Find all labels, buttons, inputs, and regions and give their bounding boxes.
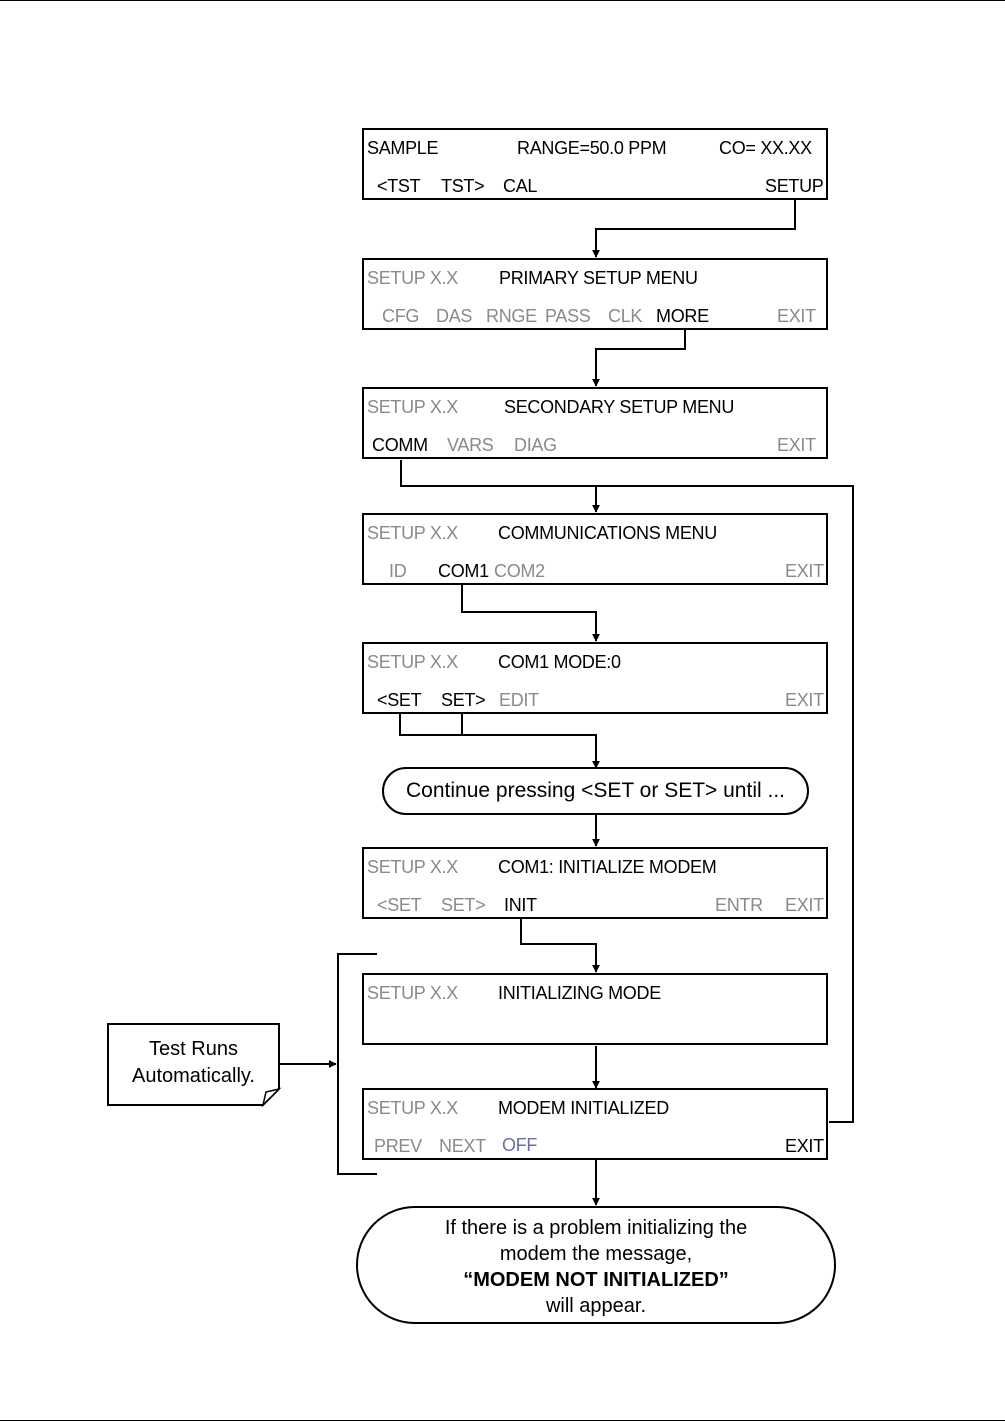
bottom-rule bbox=[0, 1420, 1005, 1421]
menu-title: PRIMARY SETUP MENU bbox=[499, 268, 698, 288]
screen-sample: SAMPLE RANGE=50.0 PPM CO= XX.XX <TST TST… bbox=[362, 128, 828, 200]
key-edit[interactable]: EDIT bbox=[499, 690, 539, 710]
test-runs-note: Test Runs Automatically. bbox=[108, 1036, 279, 1090]
continue-prefix: Continue pressing bbox=[406, 779, 582, 802]
key-das[interactable]: DAS bbox=[436, 306, 473, 326]
note-line-2: Automatically. bbox=[131, 1065, 255, 1087]
key-tst-right[interactable]: TST> bbox=[441, 176, 485, 196]
continue-key-set-next: SET> bbox=[664, 779, 718, 802]
key-cal[interactable]: CAL bbox=[503, 176, 538, 196]
co-readout: CO= XX.XX bbox=[719, 138, 812, 158]
setup-version-label: SETUP X.X bbox=[367, 523, 459, 543]
key-diag[interactable]: DIAG bbox=[514, 435, 557, 455]
screen-communications: SETUP X.X COMMUNICATIONS MENU ID COM1 CO… bbox=[362, 513, 828, 585]
key-next[interactable]: NEXT bbox=[439, 1136, 486, 1156]
final-line-3: “MODEM NOT INITIALIZED” bbox=[463, 1269, 729, 1291]
key-off[interactable]: OFF bbox=[502, 1135, 538, 1155]
final-line-1: If there is a problem initializing the bbox=[444, 1217, 748, 1239]
setup-version-label: SETUP X.X bbox=[367, 983, 459, 1003]
bracket bbox=[337, 953, 377, 1175]
initializing-title: INITIALIZING MODE bbox=[498, 983, 661, 1003]
arrow-s3-s4 bbox=[400, 460, 600, 513]
screen-initializing: SETUP X.X INITIALIZING MODE bbox=[362, 973, 828, 1045]
key-set-prev[interactable]: <SET bbox=[377, 690, 422, 710]
key-init[interactable]: INIT bbox=[504, 895, 537, 915]
key-cfg[interactable]: CFG bbox=[382, 306, 420, 326]
screen-mode-label: SAMPLE bbox=[367, 138, 439, 158]
final-line-2: modem the message, bbox=[499, 1243, 693, 1265]
key-id[interactable]: ID bbox=[389, 561, 407, 581]
continue-pressing-note: Continue pressing <SET or SET> until ... bbox=[382, 767, 809, 815]
continue-key-set-prev: <SET bbox=[581, 779, 634, 802]
key-set-next[interactable]: SET> bbox=[441, 690, 486, 710]
key-exit[interactable]: EXIT bbox=[785, 561, 824, 581]
key-entr[interactable]: ENTR bbox=[715, 895, 763, 915]
continue-mid: or bbox=[633, 779, 665, 802]
arrow-s2-s3 bbox=[592, 326, 686, 387]
key-more[interactable]: MORE bbox=[656, 306, 709, 326]
key-exit[interactable]: EXIT bbox=[777, 435, 816, 455]
setup-version-label: SETUP X.X bbox=[367, 857, 459, 877]
range-readout: RANGE=50.0 PPM bbox=[517, 138, 667, 158]
arrow-s1-s2 bbox=[592, 196, 796, 258]
key-setup[interactable]: SETUP bbox=[765, 176, 824, 196]
key-exit[interactable]: EXIT bbox=[785, 690, 824, 710]
top-rule bbox=[0, 0, 1005, 1]
arrow-s6-s7 bbox=[520, 917, 600, 973]
setup-version-label: SETUP X.X bbox=[367, 397, 459, 417]
key-com1[interactable]: COM1 bbox=[438, 561, 489, 581]
setup-version-label: SETUP X.X bbox=[367, 268, 459, 288]
screen-com1-mode: SETUP X.X COM1 MODE:0 <SET SET> EDIT EXI… bbox=[362, 642, 828, 714]
key-exit[interactable]: EXIT bbox=[785, 895, 824, 915]
key-comm[interactable]: COMM bbox=[372, 435, 428, 455]
key-clk[interactable]: CLK bbox=[608, 306, 643, 326]
mode-title: COM1 MODE:0 bbox=[498, 652, 621, 672]
initialize-title: COM1: INITIALIZE MODEM bbox=[498, 857, 717, 877]
final-line-4: will appear. bbox=[545, 1295, 647, 1317]
key-set-prev[interactable]: <SET bbox=[377, 895, 422, 915]
menu-title: SECONDARY SETUP MENU bbox=[504, 397, 735, 417]
note-line-1: Test Runs bbox=[149, 1038, 238, 1060]
key-vars[interactable]: VARS bbox=[447, 435, 494, 455]
setup-version-label: SETUP X.X bbox=[367, 652, 459, 672]
arrow-s4-s5 bbox=[461, 583, 600, 642]
screen-primary-setup: SETUP X.X PRIMARY SETUP MENU CFG DAS RNG… bbox=[362, 258, 828, 330]
continue-suffix: until ... bbox=[717, 779, 785, 802]
screen-initialize-modem: SETUP X.X COM1: INITIALIZE MODEM <SET SE… bbox=[362, 847, 828, 919]
modem-not-initialized-note: If there is a problem initializing the m… bbox=[356, 1206, 836, 1324]
key-set-next[interactable]: SET> bbox=[441, 895, 486, 915]
key-tst-left[interactable]: <TST bbox=[377, 176, 421, 196]
key-exit[interactable]: EXIT bbox=[777, 306, 816, 326]
arrow-s5-continue bbox=[399, 712, 600, 769]
setup-version-label: SETUP X.X bbox=[367, 1098, 459, 1118]
menu-title: COMMUNICATIONS MENU bbox=[498, 523, 717, 543]
initialized-title: MODEM INITIALIZED bbox=[498, 1098, 669, 1118]
key-exit[interactable]: EXIT bbox=[785, 1136, 824, 1156]
key-prev[interactable]: PREV bbox=[374, 1136, 422, 1156]
note-fold bbox=[261, 1087, 282, 1108]
key-rnge[interactable]: RNGE bbox=[486, 306, 537, 326]
return-loop-exit bbox=[596, 485, 854, 1123]
screen-secondary-setup: SETUP X.X SECONDARY SETUP MENU COMM VARS… bbox=[362, 387, 828, 459]
key-com2[interactable]: COM2 bbox=[494, 561, 545, 581]
key-pass[interactable]: PASS bbox=[545, 306, 591, 326]
screen-modem-initialized: SETUP X.X MODEM INITIALIZED PREV NEXT OF… bbox=[362, 1088, 828, 1160]
